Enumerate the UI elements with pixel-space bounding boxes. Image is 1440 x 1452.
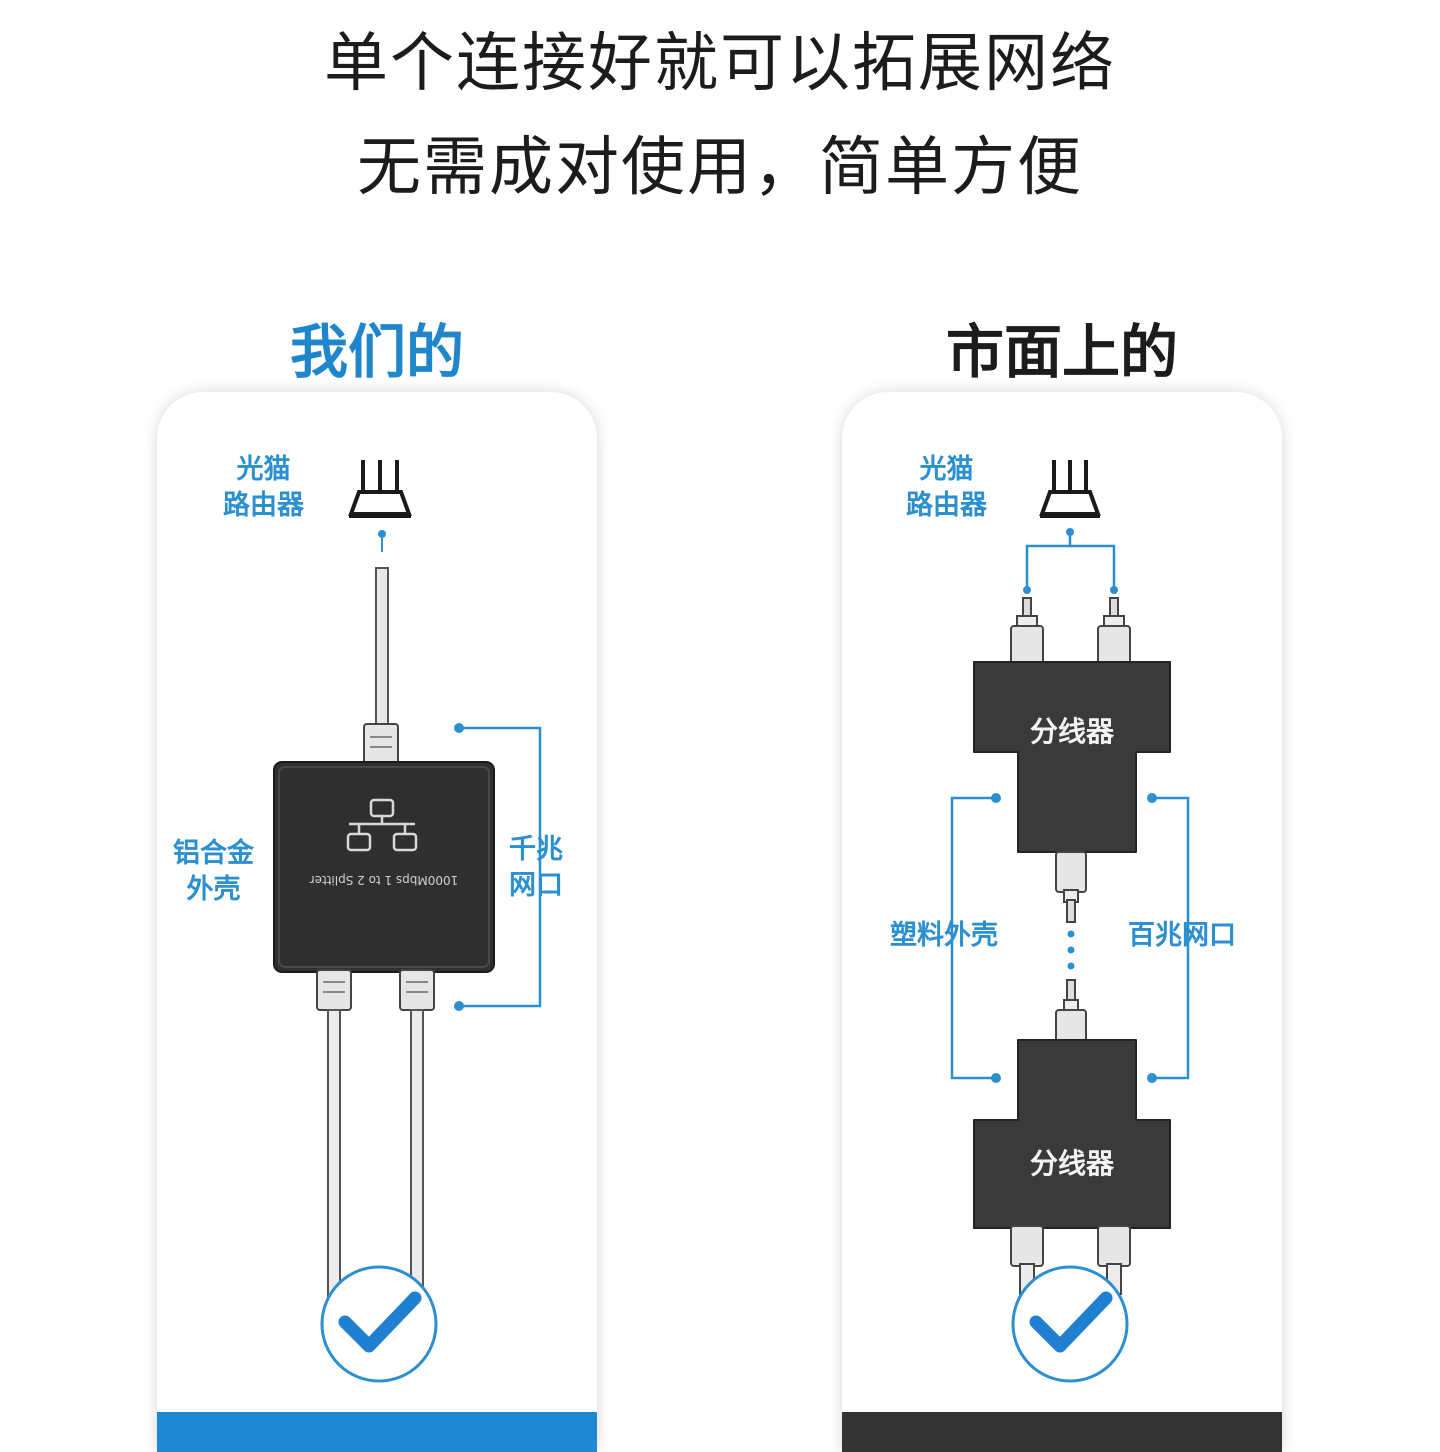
market-card: 光猫 路由器 分线器 分线器 塑料外壳 百兆网口: [842, 392, 1282, 1452]
port-label: 千兆 网口: [509, 832, 563, 904]
market-bottom-bar: [842, 1412, 1282, 1452]
housing-label: 塑料外壳: [890, 920, 998, 951]
network-topology-icon: [346, 798, 418, 852]
router-icon: [348, 460, 412, 518]
source-label-line1: 光猫: [236, 454, 291, 485]
device-print: 1000Mbps 1 to 2 Splitter: [310, 873, 459, 887]
splitter-bottom-label: 分线器: [1029, 1147, 1114, 1180]
headline-line-2: 无需成对使用，简单方便: [357, 131, 1083, 205]
source-label-line2: 路由器: [906, 490, 987, 521]
source-label: 光猫 路由器: [223, 452, 304, 524]
checkmark-icon: [320, 1265, 438, 1383]
housing-label-line2: 外壳: [186, 874, 241, 905]
ours-diagram: 1000Mbps 1 to 2 Splitter: [273, 460, 542, 1383]
right-column-title: 市面上的: [945, 318, 1178, 386]
port-label: 百兆网口: [1128, 920, 1236, 951]
port-label-line1: 千兆: [509, 834, 563, 865]
ours-card: 1000Mbps 1 to 2 Splitter 光猫 路由器 铝合金 外壳 千…: [157, 392, 597, 1452]
source-label-line1: 光猫: [919, 454, 974, 485]
splitter-top-label: 分线器: [1029, 715, 1114, 748]
ours-bottom-bar: [157, 1412, 597, 1452]
checkmark-icon: [1011, 1265, 1129, 1383]
port-label-line2: 网口: [509, 870, 563, 901]
headline-line-1: 单个连接好就可以拓展网络: [324, 27, 1116, 101]
housing-label: 铝合金 外壳: [173, 836, 254, 908]
router-icon: [1039, 460, 1101, 518]
source-label-line2: 路由器: [223, 490, 304, 521]
source-label: 光猫 路由器: [906, 452, 987, 524]
housing-label-line1: 铝合金: [173, 838, 254, 869]
market-diagram: [950, 460, 1190, 1383]
left-column-title: 我们的: [289, 318, 464, 386]
